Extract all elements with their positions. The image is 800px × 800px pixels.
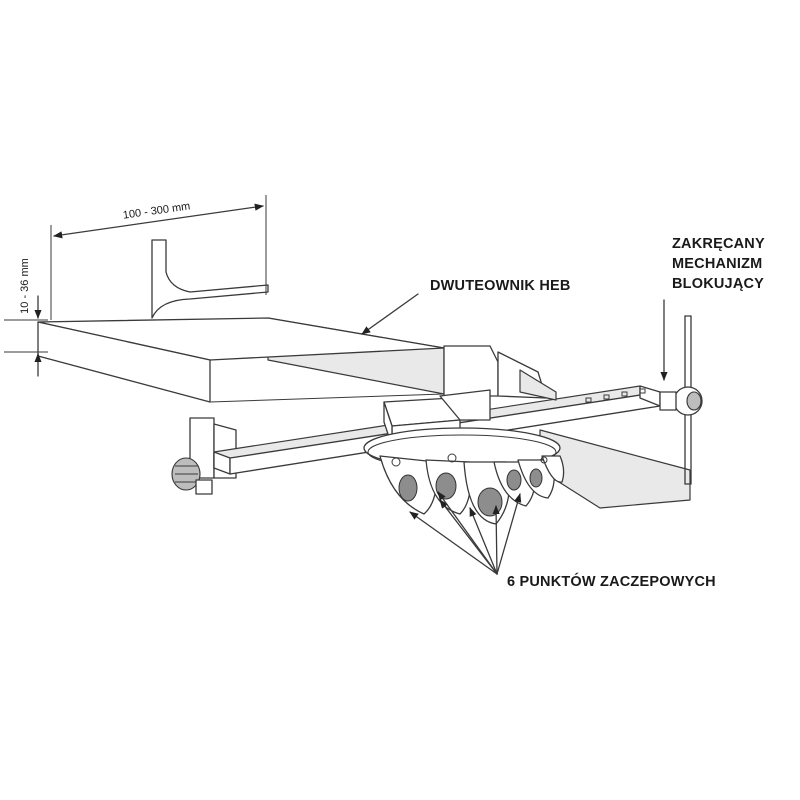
callout-beam (361, 293, 419, 335)
lock-label-line1: ZAKRĘCANY (672, 236, 765, 252)
lock-label-line3: BLOKUJĄCY (672, 276, 764, 292)
width-dimension-label: 100 - 300 mm (122, 200, 191, 221)
callout-points (409, 491, 522, 575)
dimension-flange: 10 - 36 mm (4, 258, 48, 377)
lock-label-line2: MECHANIZM (672, 256, 762, 272)
rail-holes (585, 388, 646, 403)
rotating-plate (363, 427, 565, 525)
beam-web (151, 239, 269, 319)
beam-label: DWUTEOWNIK HEB (430, 278, 571, 294)
right-clamp (443, 315, 703, 485)
i-beam (37, 239, 691, 509)
points-label: 6 PUNKTÓW ZACZEPOWYCH (507, 572, 716, 590)
flange-dimension-label: 10 - 36 mm (19, 258, 31, 314)
